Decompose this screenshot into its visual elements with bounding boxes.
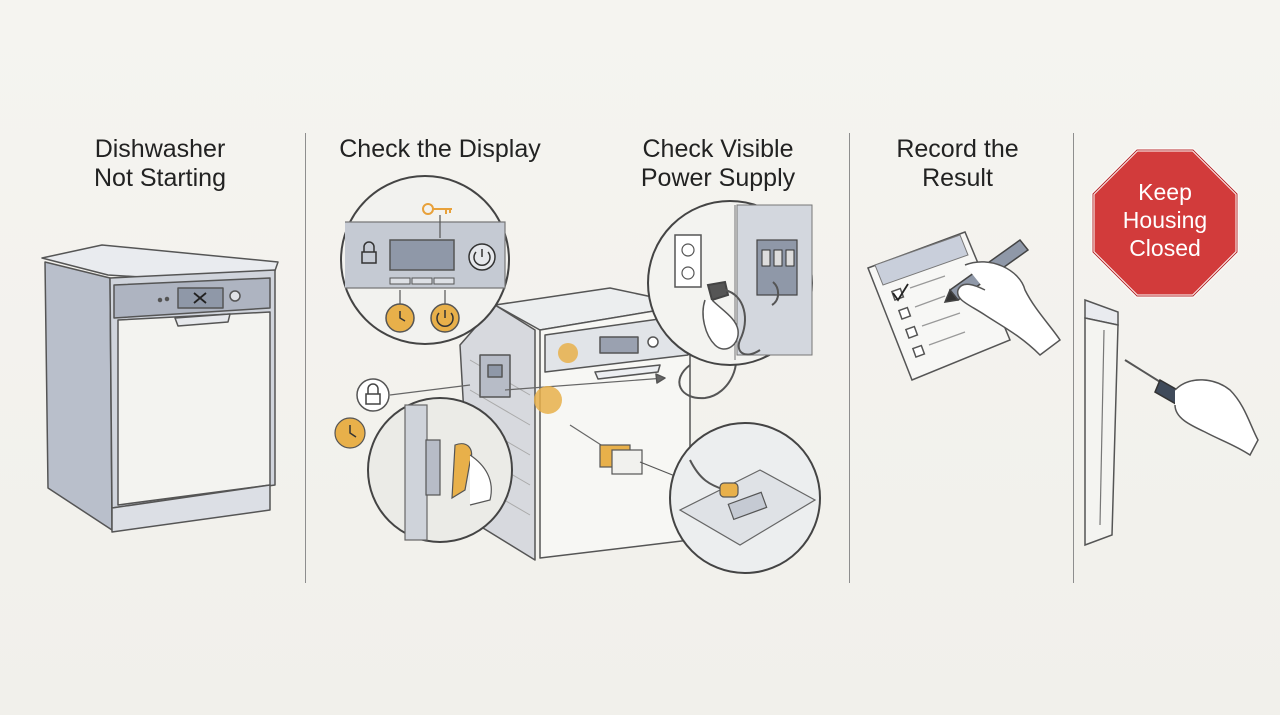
- title-line: Dishwasher: [94, 135, 226, 163]
- stop-line: Housing: [1122, 207, 1208, 233]
- panel-divider: [305, 133, 306, 583]
- lock-icon: [356, 378, 390, 412]
- plug-icon: [706, 280, 761, 356]
- panel-2-title: Check the Display: [320, 135, 560, 164]
- title-line: Check Visible: [642, 135, 794, 163]
- highlight-marker: [534, 386, 562, 414]
- door-latch-magnifier: [367, 397, 513, 543]
- title-line: Check the Display: [339, 135, 541, 163]
- stop-line: Closed: [1129, 235, 1201, 261]
- panel-divider: [1073, 133, 1074, 583]
- key-icon: [422, 203, 452, 238]
- stop-sign-text: Keep Housing Closed: [1092, 178, 1238, 262]
- power-supply-magnifier: [647, 200, 813, 366]
- outlet-icon: [674, 234, 702, 288]
- stop-line: Keep: [1138, 179, 1192, 205]
- dishwasher-illustration: [41, 244, 279, 533]
- writing-hand: [956, 261, 1062, 356]
- panel-divider: [849, 133, 850, 583]
- panel-1-title: Dishwasher Not Starting: [60, 135, 260, 193]
- hand: [1174, 379, 1259, 457]
- title-line: Record the: [896, 135, 1019, 163]
- highlight-marker: [558, 343, 578, 363]
- base-magnifier: [669, 422, 821, 574]
- timer-icon: [334, 417, 366, 449]
- title-line: Power Supply: [640, 164, 796, 192]
- title-line: Not Starting: [93, 164, 226, 192]
- housing-edge: [1084, 298, 1119, 547]
- title-line: Result: [922, 164, 993, 192]
- panel-3-title: Check Visible Power Supply: [610, 135, 826, 193]
- panel-4-title: Record the Result: [870, 135, 1045, 193]
- control-panel-magnifier: [340, 175, 510, 345]
